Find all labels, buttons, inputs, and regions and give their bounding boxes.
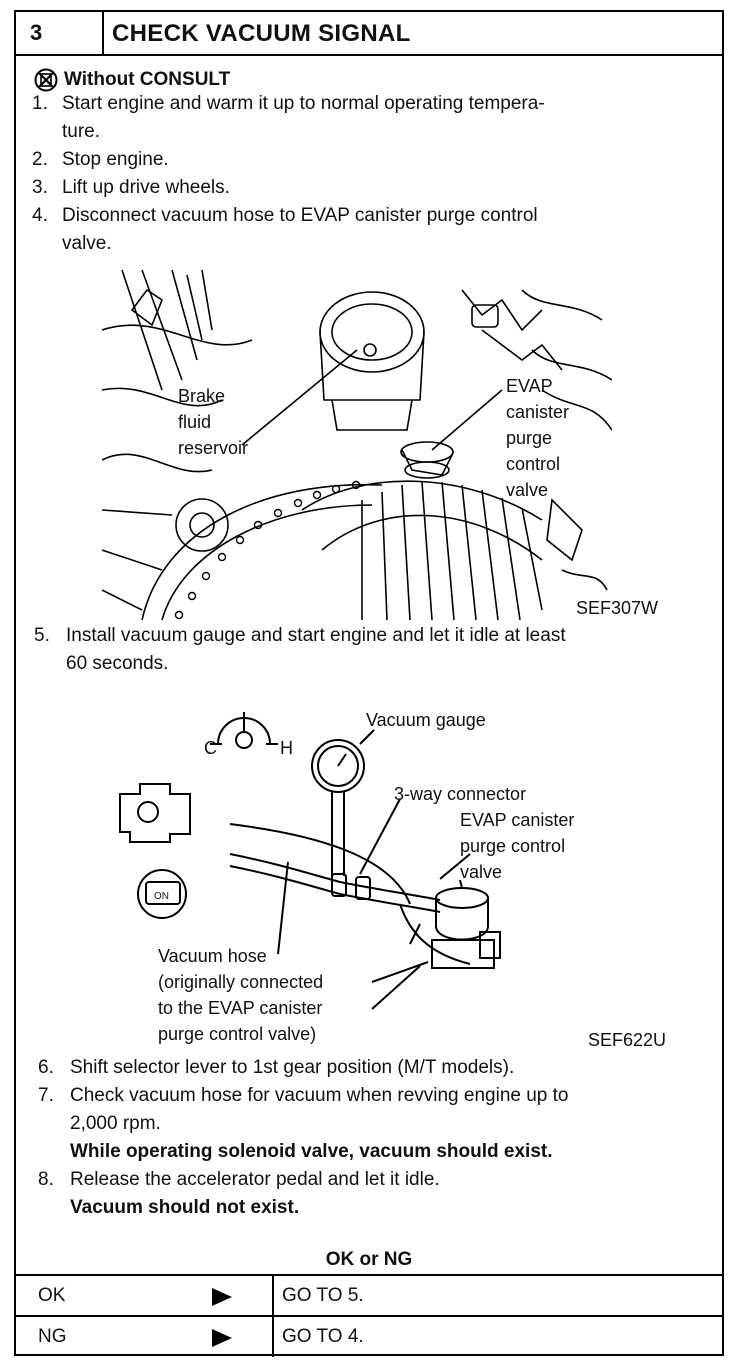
- label-evap-5: valve: [506, 480, 548, 500]
- label-brake-2: fluid: [178, 412, 211, 432]
- step-2-text: Stop engine.: [62, 149, 169, 170]
- label-evap-4: control: [506, 454, 560, 474]
- step-4-num: 4.: [32, 205, 48, 226]
- arrow-right-icon: [212, 1288, 232, 1306]
- label-brake-1: Brake: [178, 386, 225, 406]
- step-7-line2: 2,000 rpm.: [70, 1113, 161, 1134]
- gauge-h-label: H: [280, 738, 293, 758]
- result-ok-value: GO TO 5.: [272, 1276, 722, 1316]
- step-4-line1: Disconnect vacuum hose to EVAP canister …: [62, 205, 538, 226]
- step-1-line2: ture.: [62, 121, 101, 142]
- arrow-right-icon: [212, 1329, 232, 1347]
- no-consult-icon: [34, 68, 58, 92]
- step-5-line1: Install vacuum gauge and start engine an…: [66, 625, 566, 646]
- step-1-line1: Start engine and warm it up to normal op…: [62, 93, 545, 114]
- step-header: 3 CHECK VACUUM SIGNAL: [16, 12, 722, 56]
- step-8-num: 8.: [38, 1169, 54, 1190]
- step-4-line2: valve.: [62, 233, 112, 254]
- label-vacuum-gauge: Vacuum gauge: [366, 710, 486, 730]
- result-row-ok: OK GO TO 5.: [16, 1274, 722, 1316]
- label-evap-2: canister: [506, 402, 569, 422]
- ignition-on-label: ON: [154, 891, 169, 902]
- step-number: 3: [16, 12, 104, 54]
- result-ng-value: GO TO 4.: [272, 1317, 722, 1357]
- result-heading: OK or NG: [325, 1249, 413, 1270]
- vacuum-gauge-diagram: C H ON Vacuum gauge 3-way connector EVAP…: [119, 710, 574, 1044]
- label-hose-1: Vacuum hose: [158, 946, 267, 966]
- step-7-num: 7.: [38, 1085, 54, 1106]
- step-3-text: Lift up drive wheels.: [62, 177, 230, 198]
- gauge-c-label: C: [204, 738, 217, 758]
- procedure-frame: 3 CHECK VACUUM SIGNAL Without CONSULT 1.…: [14, 10, 724, 1357]
- consult-label: Without CONSULT: [64, 69, 231, 90]
- label-hose-3: to the EVAP canister: [158, 998, 322, 1018]
- label-evap-3: purge: [506, 428, 552, 448]
- figure2-code: SEF622U: [588, 1030, 667, 1050]
- step-2-num: 2.: [32, 149, 48, 170]
- step-7-line1: Check vacuum hose for vacuum when revvin…: [70, 1085, 569, 1106]
- label-valve-1: EVAP canister: [460, 810, 574, 830]
- step-title: CHECK VACUUM SIGNAL: [112, 20, 411, 47]
- step-8-text: Release the accelerator pedal and let it…: [70, 1169, 440, 1190]
- step-5-line2: 60 seconds.: [66, 653, 169, 674]
- label-3way-connector: 3-way connector: [394, 784, 526, 804]
- consult-mode: Without CONSULT: [34, 68, 230, 92]
- label-hose-4: purge control valve): [158, 1024, 316, 1044]
- step-8-note: Vacuum should not exist.: [70, 1197, 300, 1218]
- label-valve-3: valve: [460, 862, 502, 882]
- result-ng-key: NG: [38, 1326, 67, 1347]
- step-5-num: 5.: [34, 625, 50, 646]
- result-ok-key: OK: [38, 1285, 66, 1306]
- result-row-ng: NG GO TO 4.: [16, 1315, 722, 1357]
- label-brake-3: reservoir: [178, 438, 248, 458]
- step-3-num: 3.: [32, 177, 48, 198]
- step-7-note: While operating solenoid valve, vacuum s…: [70, 1141, 553, 1162]
- step-6-text: Shift selector lever to 1st gear positio…: [70, 1057, 515, 1078]
- label-valve-2: purge control: [460, 836, 565, 856]
- step-6-num: 6.: [38, 1057, 54, 1078]
- engine-bay-illustration: Brake fluid reservoir EVAP canister purg…: [102, 270, 612, 620]
- figure1-code: SEF307W: [576, 598, 659, 618]
- step-1-num: 1.: [32, 93, 48, 114]
- label-evap-1: EVAP: [506, 376, 553, 396]
- label-hose-2: (originally connected: [158, 972, 323, 992]
